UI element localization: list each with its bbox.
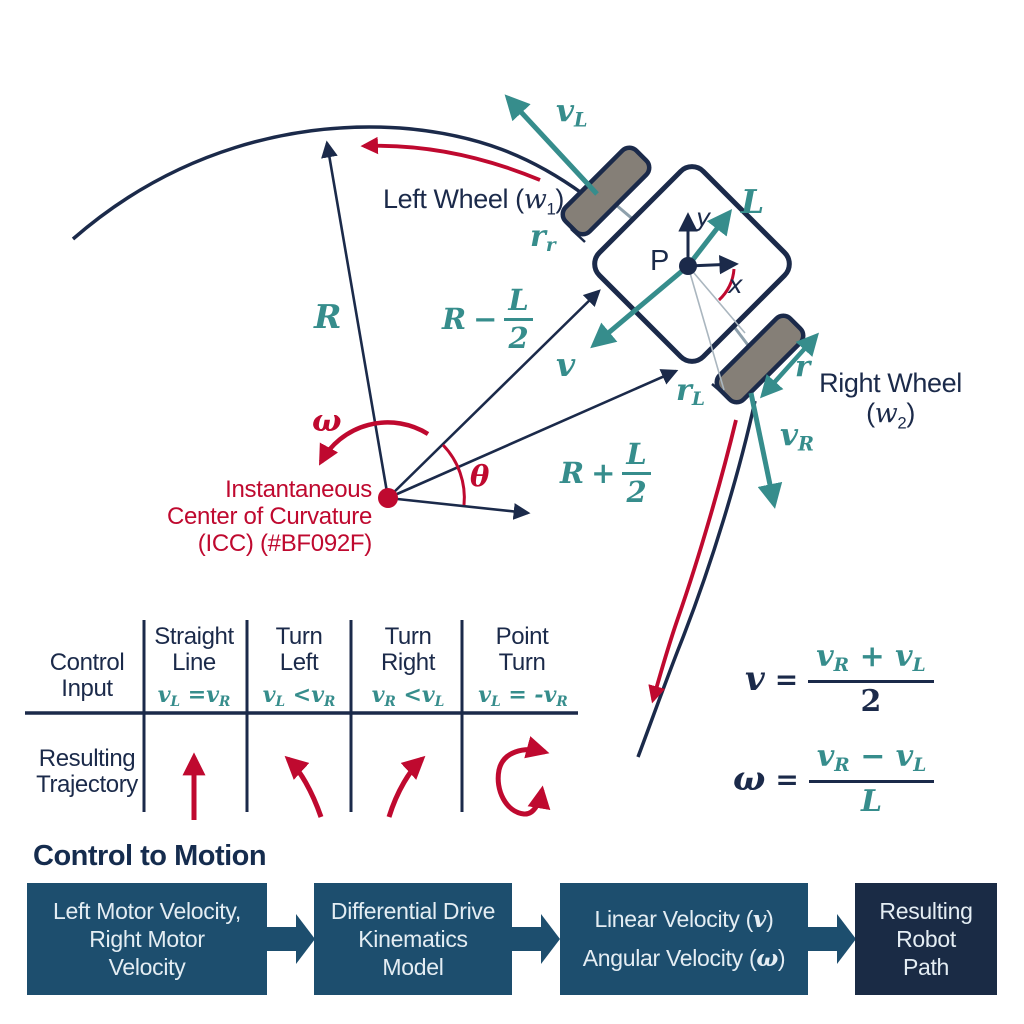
right-wheel-tick (711, 383, 727, 397)
trajectory-point-turn-arrow (495, 736, 551, 817)
wheel-length-arrow (759, 332, 820, 399)
r-label: r (795, 349, 811, 383)
table-col4-formula: vL = -vR (478, 682, 568, 710)
rr-label: rr (530, 219, 556, 257)
right-wheel-label: Right Wheel (w2) (819, 368, 962, 433)
icc-reference-arrow (387, 496, 531, 520)
x-axis-label: x (728, 270, 743, 299)
R-label: R (314, 297, 342, 336)
flow-heading: Control to Motion (33, 840, 267, 872)
table-col1-formula: vL =vR (157, 682, 231, 710)
left-wheel (560, 145, 652, 237)
flow-box-motor-velocity: Left Motor Velocity, Right Motor Velocit… (27, 883, 267, 995)
robot-path-arc-right (636, 400, 757, 758)
vR-arrow (748, 392, 783, 509)
point-P-dot (679, 257, 697, 275)
angular-velocity-equation: ω = vR − vL L (733, 742, 935, 817)
table-col3-formula: vR <vL (371, 682, 445, 710)
icc-caption: Instantaneous Center of Curvature (ICC) … (166, 476, 372, 557)
flow-box-robot-path: Resulting Robot Path (855, 883, 997, 995)
flow-box-kinematics-model: Differential Drive Kinematics Model (314, 883, 512, 995)
radius-R-arrow (321, 140, 390, 499)
sight-line-2 (687, 265, 725, 391)
vL-arrow (504, 94, 599, 196)
radius-R-plus-arrow (387, 369, 679, 500)
vL-label: vL (556, 93, 588, 132)
icc-dot (378, 488, 398, 508)
table-col2-formula: vL <vR (262, 682, 336, 710)
P-label: P (650, 245, 670, 277)
linear-velocity-equation: v = vR + vL 2 (745, 642, 934, 717)
path-direction-arrow-top (360, 136, 541, 182)
table-grid (25, 620, 578, 812)
L-label: L (741, 182, 765, 221)
theta-label: θ (470, 459, 490, 493)
left-wheel-label: Left Wheel (w1) (383, 184, 564, 219)
L-axis-arrow (686, 209, 733, 268)
trajectory-turn-right-arrow (386, 755, 426, 818)
y-axis-label: y (696, 203, 711, 232)
sight-line-1 (687, 265, 746, 334)
flow-arrows (267, 914, 856, 964)
robot-path-arc-top (71, 125, 585, 241)
v-velocity-arrow (590, 264, 690, 349)
v-label: v (556, 345, 576, 384)
flow-box-velocities: Linear Velocity (v) Angular Velocity (ω) (560, 883, 808, 995)
theta-angle-arc (441, 443, 466, 506)
path-direction-arrow-right (648, 419, 738, 704)
trajectory-turn-left-arrow (284, 755, 324, 818)
radius-R-minus-arrow (387, 289, 601, 499)
rL-label: rL (676, 373, 705, 411)
left-wheel-tick (570, 228, 586, 243)
vR-label: vR (780, 417, 814, 456)
omega-label: ω (312, 403, 342, 439)
omega-rotation-arrow (319, 420, 430, 466)
